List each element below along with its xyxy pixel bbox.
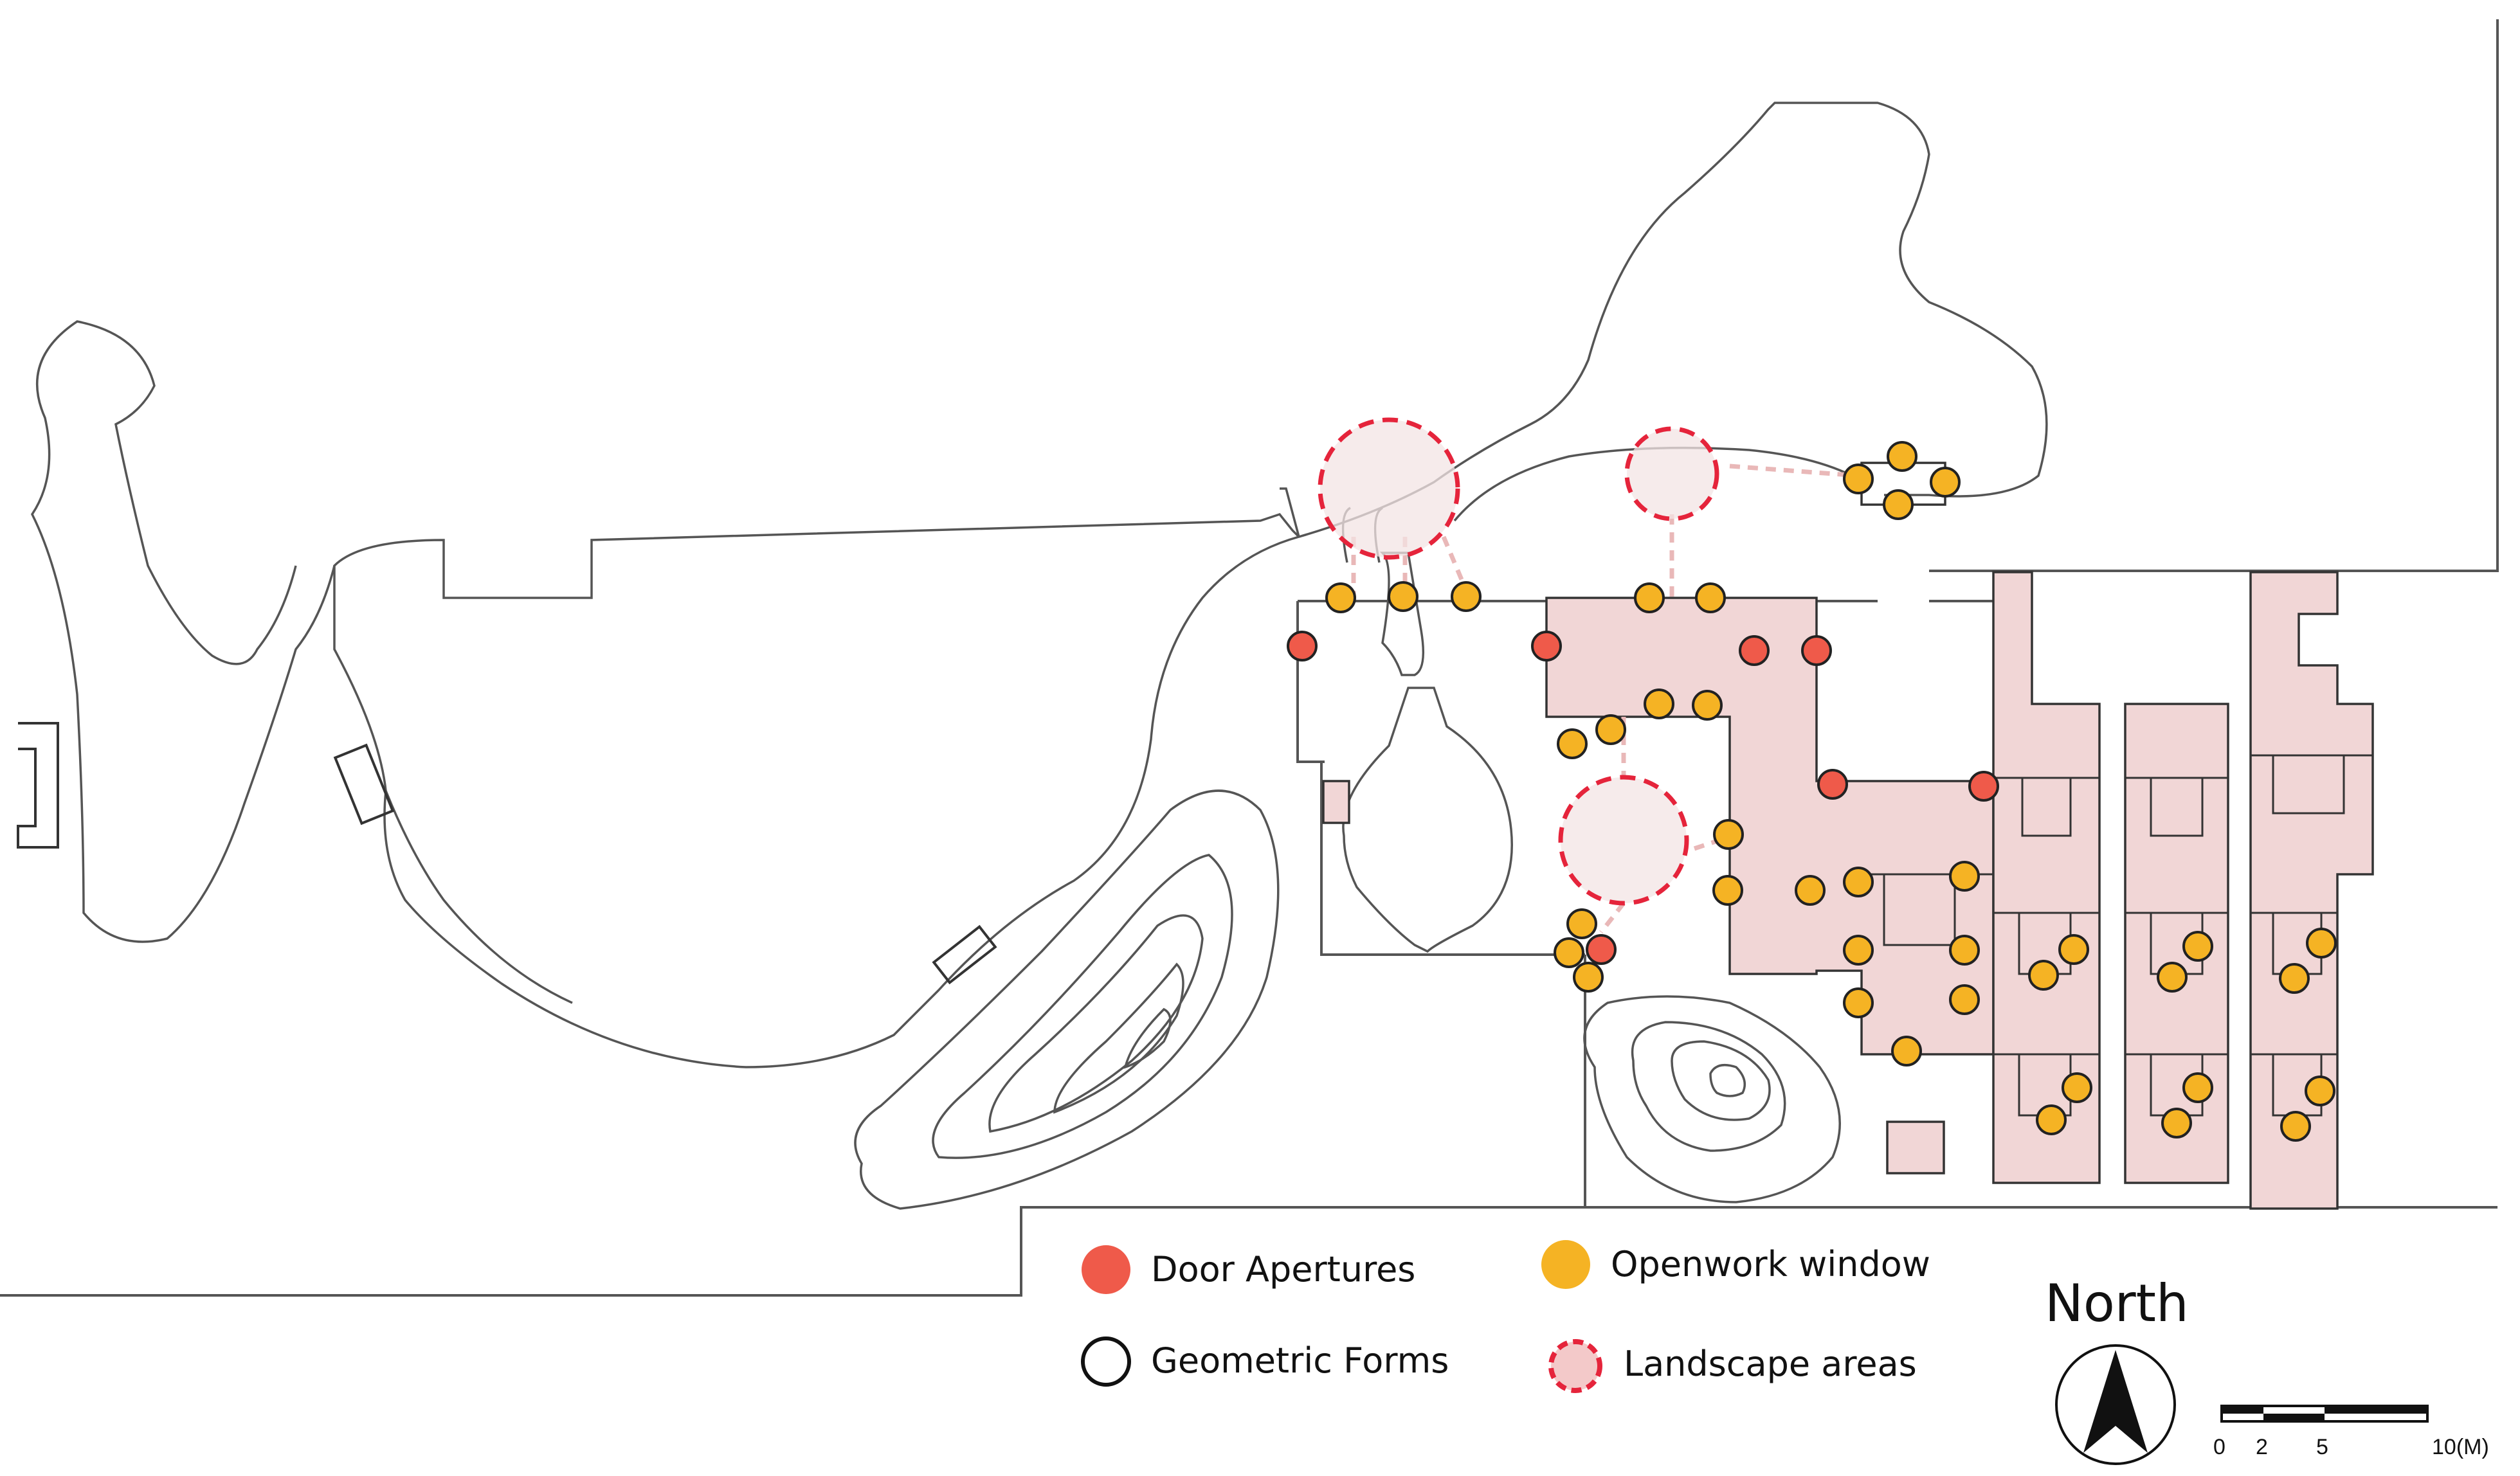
openwork-window [1843,987,1874,1018]
scale-tick-0: 0 [2213,1435,2225,1459]
legend-item-door: Door Apertures [1082,1245,1415,1294]
east-hall-1 [1992,571,2101,1184]
openwork-window [1325,582,1356,613]
site-boundary [0,19,2499,1297]
openwork-window [1713,819,1744,850]
openwork-window [1573,962,1604,993]
legend: Door Apertures Openwork window Geometric… [1081,1240,1930,1393]
openwork-window [1566,908,1597,939]
openwork-window [2157,962,2188,993]
building-divisions [1862,754,2373,1117]
pavilion-small-west [1322,780,1350,824]
openwork-window [1891,1036,1922,1066]
door-aperture [1287,631,1318,662]
openwork-window [1695,582,1726,613]
openwork-window [1595,714,1626,745]
openwork-window [2280,1111,2311,1142]
pavilions [333,743,997,985]
door-aperture [1968,771,1999,802]
legend-item-geometric: Geometric Forms [1081,1336,1449,1387]
openwork-window [1883,489,1914,520]
openwork-window [1554,937,1584,968]
openwork-window [1451,581,1482,612]
openwork-window [1634,582,1665,613]
openwork-window [1930,467,1961,498]
openwork-window [2305,1076,2335,1106]
north-arrow-icon [2083,1350,2116,1453]
door-aperture [1531,631,1562,662]
scale-bar: 0 2 5 10(M) [2213,1405,2489,1459]
openwork-window [1843,867,1874,897]
openwork-window [2161,1108,2192,1138]
scale-tick-2: 2 [2256,1435,2268,1459]
openwork-window [1949,935,1980,966]
legend-item-landscape: Landscape areas [1548,1339,1917,1393]
legend-item-openwork: Openwork window [1541,1240,1930,1289]
pavilion-small-south [1886,1120,1945,1174]
openwork-windows [1325,441,2337,1142]
north-indicator: North [2045,1274,2189,1465]
legend-openwork-swatch [1541,1240,1590,1289]
legend-landscape-label: Landscape areas [1624,1344,1917,1384]
openwork-window [1712,875,1743,906]
east-hall-3 [2249,571,2374,1210]
openwork-window [1949,861,1980,892]
openwork-window [1843,464,1874,494]
openwork-window [1692,690,1723,721]
openwork-window [2182,1072,2213,1103]
courtyard-island [1341,507,1513,953]
openwork-window [1843,935,1874,966]
pond-outline [30,102,2048,1068]
openwork-window [2279,963,2310,994]
legend-door-label: Door Apertures [1151,1249,1415,1290]
door-aperture [1739,635,1770,666]
door-aperture [1801,635,1832,666]
openwork-window [2062,1072,2092,1103]
legend-landscape-swatch [1548,1339,1602,1393]
openwork-window [2306,928,2337,959]
openwork-window [2182,931,2213,962]
openwork-window [1644,688,1674,719]
landscape-area-2 [1624,426,1719,521]
landscape-area-1 [1318,417,1460,560]
landscape-area-3 [1558,775,1689,906]
openwork-window [1388,581,1419,612]
north-label: North [2045,1274,2189,1333]
west-bracket [17,722,59,849]
door-apertures [1287,631,1999,965]
door-aperture [1586,934,1617,965]
scale-tick-5: 5 [2316,1435,2328,1459]
legend-geometric-label: Geometric Forms [1151,1340,1449,1381]
rockery-contours [854,789,1280,1210]
openwork-window [1557,728,1588,759]
south-rockery [1583,995,1841,1203]
openwork-window [1887,441,1917,472]
legend-door-swatch [1082,1245,1130,1294]
openwork-window [1949,984,1980,1015]
openwork-window [2036,1104,2067,1135]
openwork-window [1795,875,1826,906]
legend-geometric-swatch [1081,1336,1131,1387]
openwork-window [2058,934,2089,965]
door-aperture [1817,769,1848,800]
scale-tick-10: 10(M) [2432,1435,2489,1459]
openwork-window [2028,960,2059,991]
landscape-areas [1318,417,1719,906]
legend-openwork-label: Openwork window [1611,1244,1930,1284]
